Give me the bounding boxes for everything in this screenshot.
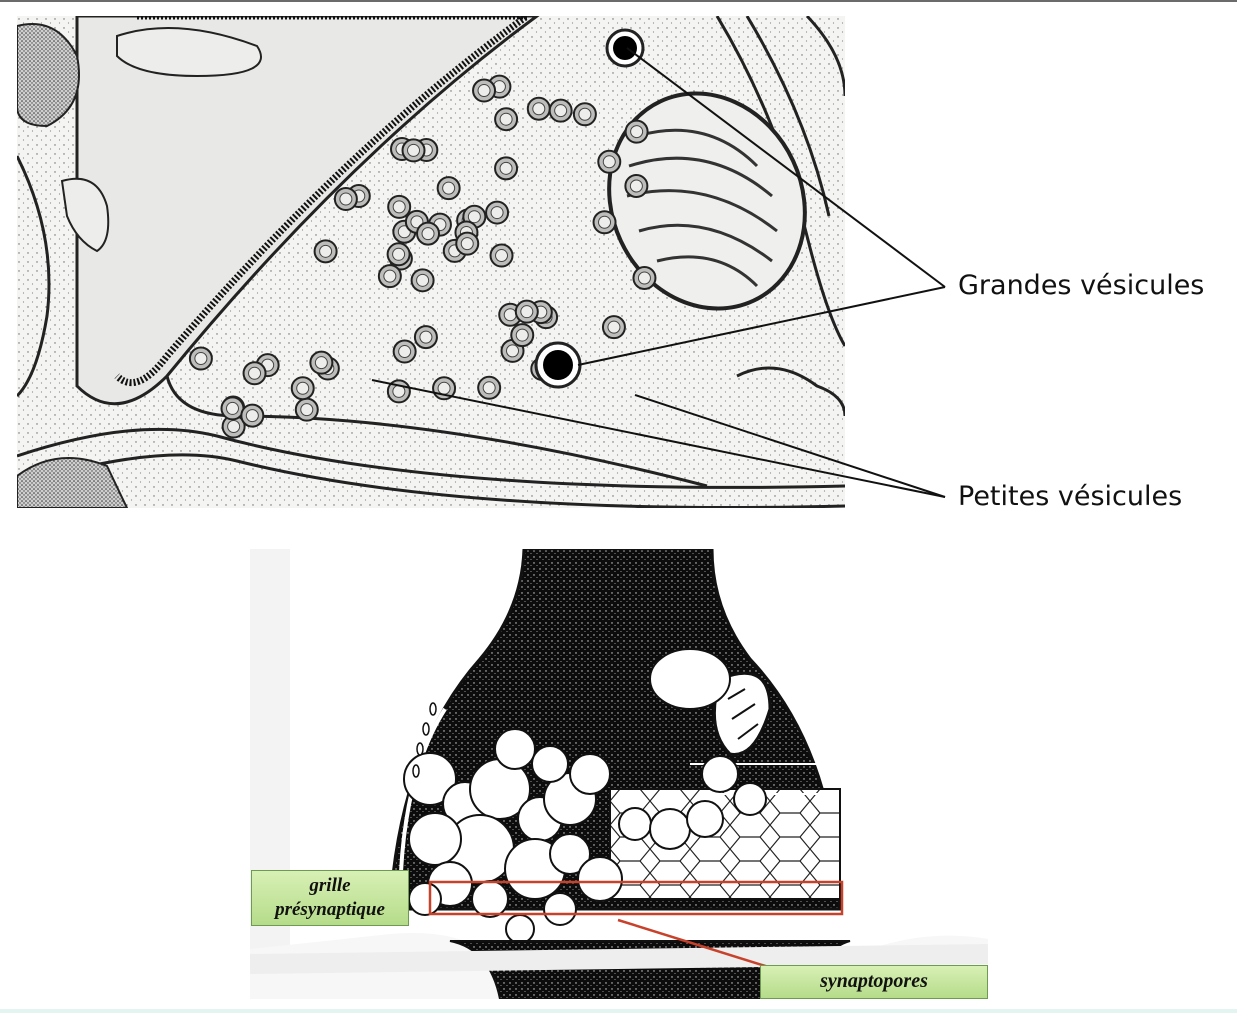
small-vesicle-core: [296, 381, 310, 395]
small-vesicles-label: Petites vésicules: [958, 481, 1183, 512]
small-vesicle-core: [482, 381, 496, 395]
bottom-divider: [0, 1009, 1237, 1013]
synaptic-vesicle: [408, 812, 462, 866]
small-vesicle-core: [300, 403, 314, 417]
small-vesicle-core: [520, 305, 534, 319]
small-vesicle-core: [392, 384, 406, 398]
small-vesicle-core: [319, 244, 333, 258]
synaptic-vesicle: [549, 833, 591, 875]
small-vesicle-core: [503, 308, 517, 322]
presynaptic-grid-schematic: [250, 549, 988, 999]
small-vesicle-core: [578, 107, 592, 121]
synaptopores-label-box: synaptopores: [760, 965, 988, 999]
small-vesicle-core: [314, 356, 328, 370]
top-divider: [0, 0, 1237, 2]
small-vesicle-core: [532, 102, 546, 116]
small-vesicle-core: [495, 249, 509, 263]
small-vesicle-core: [339, 192, 353, 206]
small-vesicle-core: [383, 269, 397, 283]
synaptic-vesicle: [408, 882, 442, 916]
synaptic-vesicle: [577, 856, 623, 902]
grid-label-line-1: grille: [309, 875, 351, 896]
grid-label-line-2: présynaptique: [275, 899, 385, 920]
synaptic-vesicle: [471, 880, 509, 918]
synaptic-vesicle: [531, 745, 569, 783]
small-vesicle-core: [630, 125, 644, 139]
synapse-micrograph-drawing: [17, 16, 845, 508]
small-vesicle-core: [460, 237, 474, 251]
small-vesicle-core: [515, 328, 529, 342]
small-vesicle-core: [392, 247, 406, 261]
small-vesicle-core: [477, 84, 491, 98]
small-vesicle-core: [554, 104, 568, 118]
synaptic-vesicle: [569, 753, 611, 795]
small-vesicle-core: [499, 161, 513, 175]
small-vesicle-core: [227, 419, 241, 433]
small-vesicle-core: [607, 320, 621, 334]
small-vesicle-core: [629, 179, 643, 193]
large-vesicles-label: Grandes vésicules: [958, 270, 1205, 301]
small-vesicle-core: [506, 344, 520, 358]
synaptic-vesicle: [733, 782, 767, 816]
small-vesicle-core: [419, 330, 433, 344]
small-vesicle-core: [398, 345, 412, 359]
small-vesicle-core: [437, 381, 451, 395]
presynaptic-grid-label-box: grille présynaptique: [251, 870, 409, 926]
small-vesicle-core: [499, 112, 513, 126]
small-vesicle-core: [407, 143, 421, 157]
small-vesicle-core: [637, 271, 651, 285]
small-vesicle-core: [416, 273, 430, 287]
small-vesicle-core: [602, 155, 616, 169]
small-vesicle-core: [442, 181, 456, 195]
small-vesicle-core: [194, 352, 208, 366]
synaptic-vesicle: [494, 728, 536, 770]
small-vesicle-core: [245, 409, 259, 423]
synaptic-vesicle: [543, 892, 577, 926]
small-vesicle-core: [421, 227, 435, 241]
synaptic-vesicle: [505, 914, 535, 944]
small-vesicle-core: [490, 206, 504, 220]
synaptic-vesicle: [649, 808, 691, 850]
small-vesicle-core: [225, 401, 239, 415]
small-vesicle-core: [392, 200, 406, 214]
small-vesicle-core: [248, 366, 262, 380]
small-vesicle-core: [598, 215, 612, 229]
synaptic-vesicle: [701, 755, 739, 793]
synaptic-vesicle: [686, 800, 724, 838]
small-vesicle-core: [467, 210, 481, 224]
synaptic-vesicle: [618, 807, 652, 841]
